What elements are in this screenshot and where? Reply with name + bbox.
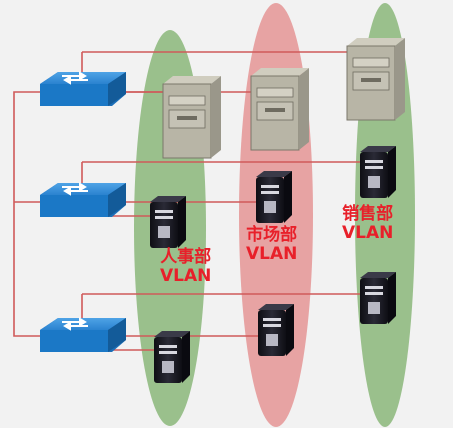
vlan-market-suffix: VLAN — [246, 244, 298, 264]
pc-hr-1 — [150, 196, 186, 248]
switch-middle — [40, 182, 126, 217]
vlan-sales-suffix: VLAN — [342, 223, 394, 243]
switch-top — [40, 71, 126, 106]
server-hr — [162, 76, 221, 159]
server-sales — [346, 38, 405, 121]
vlan-market-name: 市场部 — [246, 225, 298, 245]
pc-market-1 — [256, 171, 292, 223]
vlan-sales-name: 销售部 — [342, 204, 394, 224]
switch-bottom — [40, 317, 126, 352]
vlan-label-sales: 销售部 VLAN — [342, 205, 393, 243]
vlan-hr-name: 人事部 — [160, 247, 212, 267]
pc-hr-2 — [154, 331, 190, 383]
pc-sales-1 — [360, 146, 396, 198]
vlan-hr-suffix: VLAN — [160, 266, 212, 286]
pc-market-2 — [258, 304, 294, 356]
vlan-label-market: 市场部 VLAN — [246, 226, 297, 264]
vlan-label-hr: 人事部 VLAN — [160, 248, 211, 286]
server-market — [250, 68, 309, 151]
pc-sales-2 — [360, 272, 396, 324]
